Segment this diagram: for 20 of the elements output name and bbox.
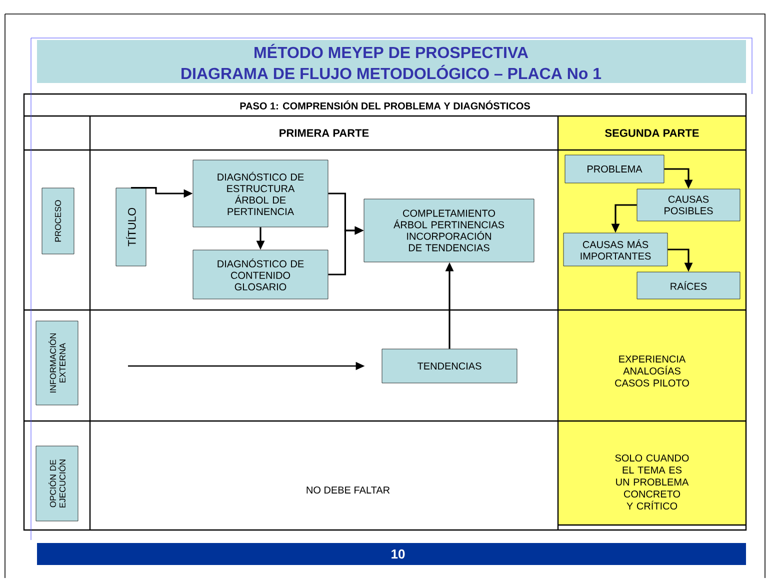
header-cell: PRIMERA PARTE [280, 129, 369, 137]
header-cell: SEGUNDA PARTE [605, 129, 699, 137]
process-box: CAUSAS MÁS IMPORTANTES [563, 232, 668, 266]
process-box: RAÍCES [636, 272, 740, 300]
row-label-box: OPCIÓN DE EJECUCIÓN [36, 446, 78, 522]
process-box: PROBLEMA [564, 154, 664, 184]
row-label-box: INFORMACIÓN EXTERNA [36, 320, 78, 406]
process-box: TÍTULO [116, 188, 146, 266]
process-box: DIAGNÓSTICO DE CONTENIDO GLOSARIO [192, 250, 328, 300]
process-box: TENDENCIAS [382, 348, 518, 384]
process-box: CAUSAS POSIBLES [636, 188, 740, 222]
process-label-box: PROCESO [42, 188, 74, 254]
process-box: DIAGNÓSTICO DE ESTRUCTURA ÁRBOL DE PERTINENCIA [192, 160, 328, 228]
footer-bar: 10 [37, 543, 746, 565]
process-box: COMPLETAMIENTO ÁRBOL PERTINENCIAS INCORPORACIÓN DE TENDENCIAS [364, 198, 534, 262]
header-cell: PASO 1: COMPRENSIÓN DEL PROBLEMA Y DIAGNÓSTICOS [240, 100, 530, 110]
cell-text: NO DEBE FALTAR [306, 486, 390, 494]
cell-text: SOLO CUANDO EL TEMA ES UN PROBLEMA CONCRETO Y CRÍTICO [615, 454, 689, 510]
title-banner: MÉTODO MEYEP DE PROSPECTIVA DIAGRAMA DE FLUJO METODOLÓGICO – PLACA No 1 [37, 40, 746, 83]
cell-text: EXPERIENCIA ANALOGÍAS CASOS PILOTO [615, 355, 689, 387]
